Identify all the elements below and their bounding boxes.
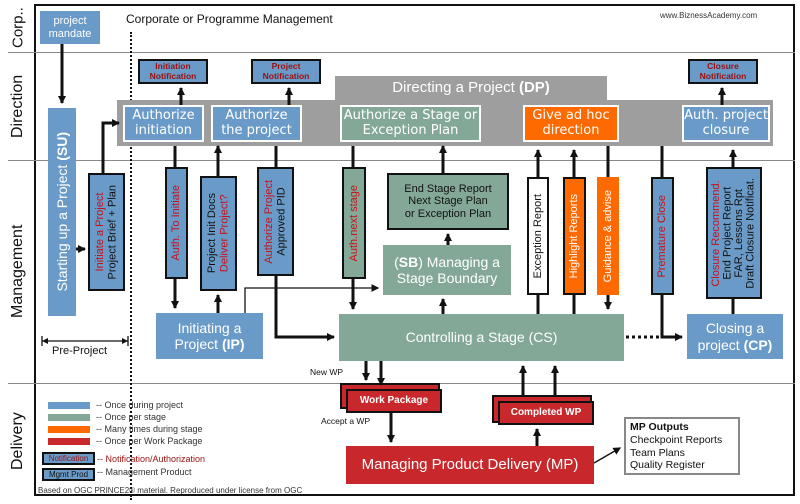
guidance-advise-product[interactable]: Guidance & advise — [597, 177, 619, 295]
sb-title-2: Stage Boundary — [396, 270, 498, 286]
pre-project-label: Pre-Project — [52, 345, 108, 357]
authorize-initiation-label: Authorize initiation — [132, 107, 195, 138]
ip-box[interactable]: Initiating a Project (IP) — [156, 313, 263, 359]
legend-swatch-once-project — [48, 402, 90, 409]
mp-box[interactable]: Managing Product Delivery (MP) — [346, 446, 594, 484]
authorize-stage-box[interactable]: Authorize a Stage or Exception Plan — [340, 105, 481, 142]
legend-mgmt-sample-label: Mgmt Prod — [48, 469, 89, 479]
ip-title-2: Project — [174, 336, 219, 352]
accept-wp-label: Accept a WP — [321, 416, 371, 426]
completed-wp-label: Completed WP — [510, 407, 582, 419]
pre-project-arrow-left — [42, 338, 48, 344]
premature-close-product[interactable]: Premature Close — [651, 177, 674, 295]
auth-project-closure-box[interactable]: Auth. project closure — [682, 105, 770, 142]
arrow-approved-pid-to-cs — [274, 276, 335, 341]
legend-label-once-project: -- Once during project — [96, 400, 184, 410]
auth-next-stage-product[interactable]: Auth.next stage — [342, 167, 366, 279]
authorize-project-box[interactable]: Authorize the project — [211, 105, 302, 142]
end-stage-report-product[interactable]: End Stage Report Next Stage Plan or Exce… — [387, 173, 509, 230]
arrow-initiate-to-auth-init — [101, 119, 120, 173]
legend-label-once-wp: -- Once per Work Package — [96, 436, 203, 446]
arrow-premature-to-cp — [660, 295, 683, 341]
mp-output-item: Checkpoint Reports — [630, 433, 723, 446]
cp-line-2: project (CP) — [698, 337, 773, 353]
project-notification-box[interactable]: Project Notification — [251, 59, 321, 84]
work-package-label: Work Package — [359, 395, 429, 407]
cs-box[interactable]: Controlling a Stage (CS) — [339, 314, 624, 361]
new-wp-label: New WP — [310, 367, 344, 377]
closure-notification-label: Closure Notification — [699, 60, 747, 81]
mp-outputs-title: MP Outputs — [630, 421, 689, 433]
arrow-mp-to-outputs — [593, 447, 622, 464]
su-box[interactable]: Starting up a Project (SU) — [48, 108, 76, 316]
authorize-project-label: Authorize the project — [221, 107, 292, 138]
pre-project-arrow-right — [122, 338, 128, 344]
legend-swatch-many-times — [48, 426, 90, 433]
next-stage-plan-line: Next Stage Plan — [408, 195, 488, 208]
mp-outputs-box: MP Outputs Checkpoint Reports Team Plans… — [624, 417, 740, 475]
project-mandate-box[interactable]: project mandate — [40, 11, 100, 44]
ad-hoc-direction-label: Give ad hoc direction — [532, 107, 610, 138]
project-notification-label: Project Notification — [262, 60, 310, 81]
initiation-notification-box[interactable]: Initiation Notification — [138, 59, 208, 84]
cp-code: (CP) — [743, 336, 773, 353]
auth-project-closure-label: Auth. project closure — [684, 107, 768, 138]
pre-project-boundary — [130, 32, 132, 500]
sb-line-1: (SB) Managing a — [394, 253, 500, 270]
cp-title-1: Closing a — [705, 320, 765, 337]
cp-title-2: project — [697, 336, 740, 353]
authorize-stage-label: Authorize a Stage or Exception Plan — [343, 107, 478, 138]
arrow-ip-to-sb — [244, 284, 380, 313]
lane-divider-direction — [8, 160, 795, 161]
legend-mgmt-sample: Mgmt Prod — [42, 468, 95, 481]
ip-code: (IP) — [221, 336, 245, 352]
dp-code: (DP) — [518, 79, 550, 97]
cs-title: Controlling a Stage (CS) — [405, 329, 558, 346]
legend-mgmt-label: -- Management Product — [97, 467, 192, 477]
dp-title-tab: Directing a Project (DP) — [335, 76, 607, 100]
legend-swatch-once-stage — [48, 414, 90, 421]
legend-notification-sample-label: Notification — [48, 453, 89, 463]
sb-title-1: Managing a — [426, 253, 500, 270]
dp-title: Directing a Project — [392, 79, 515, 97]
sb-box[interactable]: (SB) Managing a Stage Boundary — [383, 245, 511, 295]
initiation-notification-label: Initiation Notification — [149, 60, 197, 81]
corporate-lane-title: Corporate or Programme Management — [126, 12, 333, 26]
legend-swatch-once-wp — [48, 438, 90, 445]
ip-title-1: Initiating a — [177, 319, 242, 336]
work-package-box[interactable]: Work Package — [346, 389, 442, 413]
cp-box[interactable]: Closing a project (CP) — [687, 314, 783, 359]
ad-hoc-direction-box[interactable]: Give ad hoc direction — [523, 105, 619, 142]
legend-label-once-stage: -- Once per stage — [96, 412, 167, 422]
authorize-initiation-box[interactable]: Authorize initiation — [123, 105, 204, 142]
watermark: www.BiznessAcademy.com — [660, 11, 758, 20]
legend-label-many-times: -- Many times during stage — [96, 424, 203, 434]
project-mandate-label: project mandate — [48, 14, 92, 40]
exception-report-product[interactable]: Exception Report — [527, 177, 549, 295]
closure-notification-box[interactable]: Closure Notification — [688, 59, 758, 84]
footer-credit: Based on OGC PRINCE2® material. Reproduc… — [38, 486, 303, 495]
mp-title: Managing Product Delivery (MP) — [361, 456, 579, 474]
legend-notification-label: -- Notification/Authorization — [97, 454, 206, 464]
auth-to-initiate-product[interactable]: Auth. To Initiate — [165, 167, 188, 279]
diagram-frame — [34, 4, 795, 496]
lane-divider-corp — [8, 52, 795, 53]
ip-line-2: Project (IP) — [174, 336, 244, 352]
mp-output-item: Team Plans — [630, 446, 685, 459]
highlight-reports-product[interactable]: Highlight Reports — [563, 177, 586, 295]
mp-output-item: Quality Register — [630, 459, 705, 472]
end-stage-report-line: End Stage Report — [404, 182, 492, 195]
exception-plan-line: or Exception Plan — [404, 207, 492, 220]
completed-wp-box[interactable]: Completed WP — [498, 401, 594, 425]
legend-notification-sample: Notification — [42, 452, 95, 465]
